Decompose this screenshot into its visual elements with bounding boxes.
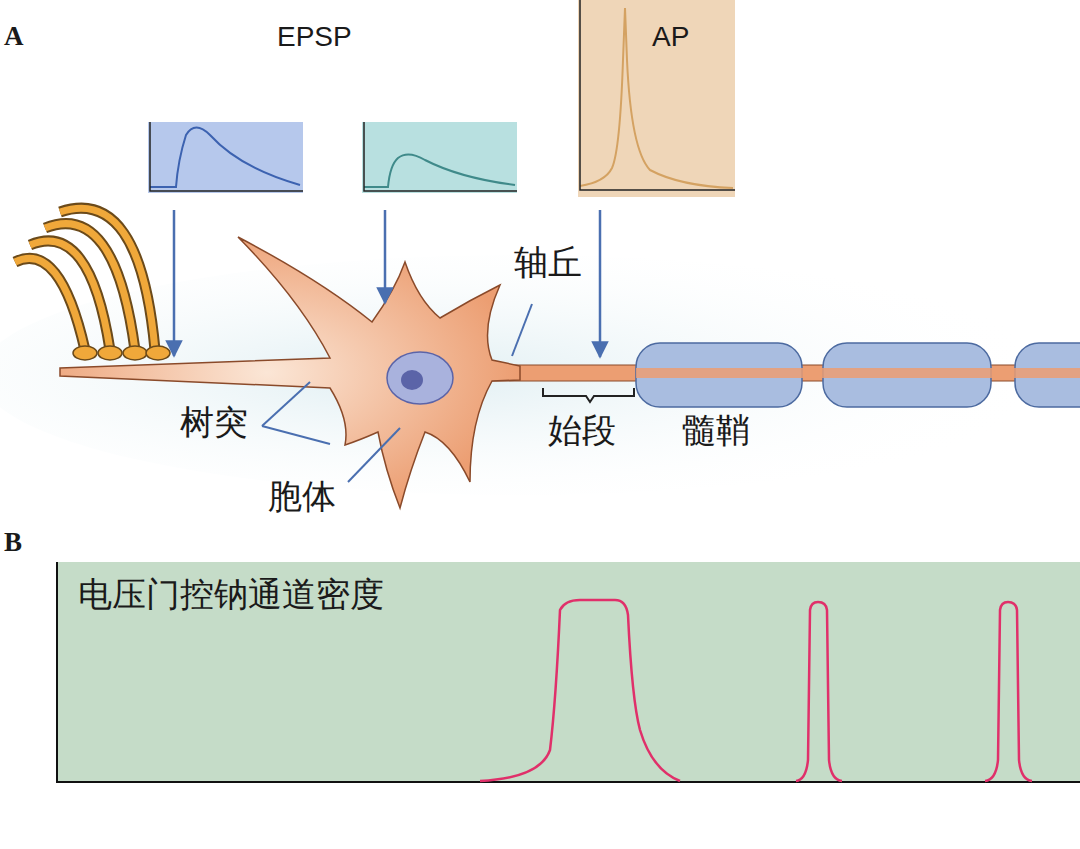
panel-title: 电压门控钠通道密度 bbox=[78, 576, 384, 613]
plot-axis bbox=[364, 122, 517, 191]
panel-title: AP bbox=[652, 22, 689, 53]
part-label: 胞体 bbox=[268, 478, 336, 515]
plot-axis bbox=[580, 0, 735, 190]
ap-plot bbox=[578, 0, 735, 197]
panel-ground bbox=[57, 562, 1080, 782]
axon-terminal bbox=[15, 208, 155, 350]
epsp-curve bbox=[364, 154, 515, 187]
pointer-arrow bbox=[174, 210, 600, 357]
myelin-sheath bbox=[636, 343, 1080, 407]
axon bbox=[636, 368, 1080, 378]
bracket bbox=[543, 388, 634, 402]
part-label: 轴丘 bbox=[514, 244, 582, 281]
leader-line bbox=[262, 304, 532, 482]
density-panel: 电压门控钠通道密度 bbox=[57, 562, 1080, 782]
part-label: A bbox=[4, 22, 24, 52]
ap-panel: AP bbox=[578, 0, 735, 197]
nucleolus bbox=[401, 370, 423, 390]
density-curve bbox=[480, 600, 1032, 781]
epsp-curve bbox=[150, 128, 300, 188]
epsp-plot bbox=[362, 122, 517, 193]
part-label: 始段 bbox=[548, 412, 616, 449]
plot-axis bbox=[57, 562, 1080, 782]
axon-terminal bbox=[15, 208, 155, 350]
plot-axis bbox=[150, 122, 303, 191]
part-label: 髓鞘 bbox=[682, 412, 750, 449]
ap-curve bbox=[580, 8, 733, 188]
cell-body bbox=[60, 237, 520, 508]
part-label: B bbox=[4, 528, 22, 558]
part-label: 树突 bbox=[180, 404, 248, 441]
epsp-plot bbox=[148, 122, 303, 193]
synaptic-bouton bbox=[73, 346, 170, 360]
part-label: EPSP bbox=[277, 22, 352, 53]
nucleus bbox=[387, 352, 453, 404]
